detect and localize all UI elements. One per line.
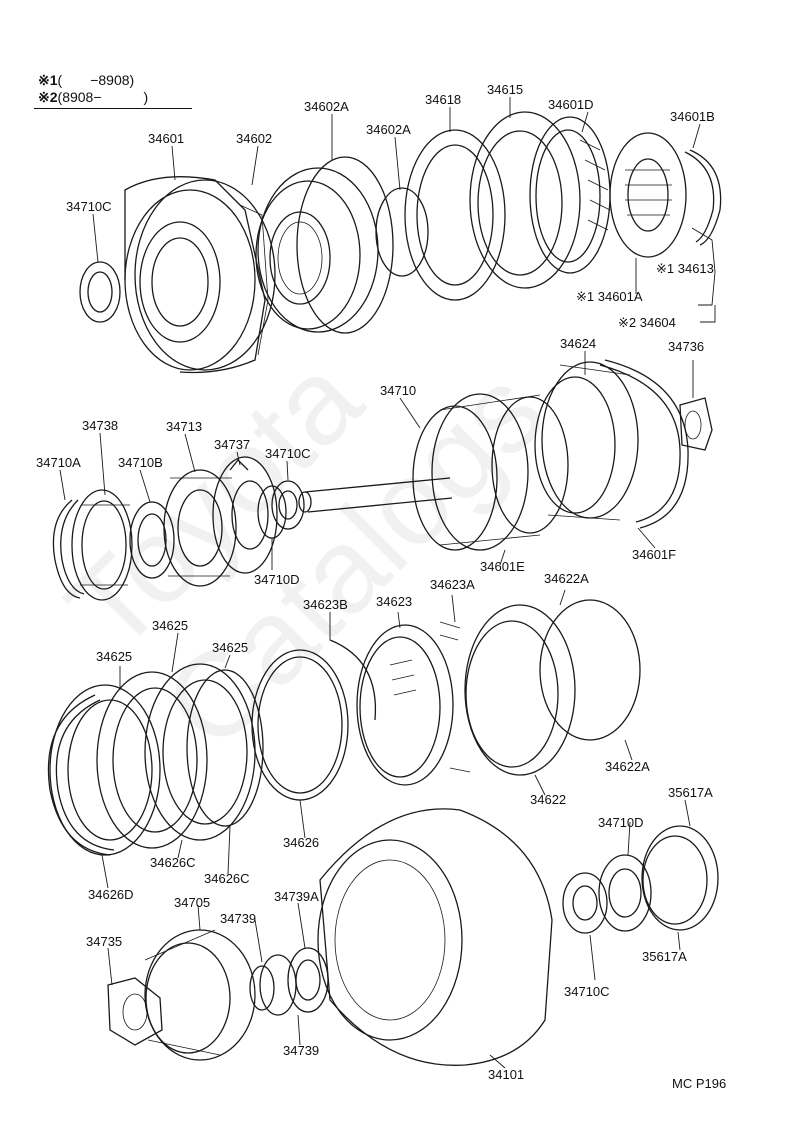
callout-34626C-2[interactable]: 34626C [204,871,250,886]
legend-range-1: ( −8908) [57,72,135,88]
part-34601A-retainer [609,132,687,258]
part-34710C-seal-low [562,872,608,934]
part-34739A-seal [287,947,329,1013]
callout-34601F[interactable]: 34601F [632,547,677,562]
legend-underline [34,108,192,109]
part-34623-ring [356,624,454,786]
part-34737-hub [212,456,278,574]
legend: ※1( −8908) ※2(8908− ) [38,72,148,106]
callout-34601A[interactable]: ※1 34601A [576,289,643,304]
callout-34739A[interactable]: 34739A [274,889,319,904]
callout-34622[interactable]: 34622 [530,792,567,807]
callout-34615[interactable]: 34615 [487,82,524,97]
callout-34625-2[interactable]: 34625 [152,618,189,633]
callout-34601E[interactable]: 34601E [480,559,525,574]
part-34625-plate-1 [49,684,161,856]
callout-35617A-top[interactable]: 35617A [668,785,713,800]
part-34101-case [317,808,553,1066]
callout-34626D[interactable]: 34626D [88,887,134,902]
callout-34710B[interactable]: 34710B [118,455,163,470]
callout-34736[interactable]: 34736 [668,339,705,354]
callout-34626C-1[interactable]: 34626C [150,855,196,870]
callout-34625-1[interactable]: 34625 [96,649,133,664]
legend-mark-2: ※2 [38,89,58,105]
callout-34601B[interactable]: 34601B [670,109,715,124]
part-34602A-oring-1 [296,156,394,334]
callout-34738[interactable]: 34738 [82,418,119,433]
callout-34602A-1[interactable]: 34602A [304,99,349,114]
callout-34705[interactable]: 34705 [174,895,211,910]
callout-34735[interactable]: 34735 [86,934,123,949]
part-34615-plate [469,111,581,289]
part-35617A-seal [641,825,719,931]
callout-34618[interactable]: 34618 [425,92,462,107]
diagram-code: MC P196 [672,1076,727,1091]
callout-34710D-low[interactable]: 34710D [598,815,644,830]
part-34622A-oring [539,599,641,741]
callout-34713[interactable]: 34713 [166,419,203,434]
callout-34710C-top[interactable]: 34710C [66,199,112,214]
callout-34622A-top[interactable]: 34622A [544,571,589,586]
part-34710A-snapring [52,499,85,599]
callout-34710[interactable]: 34710 [380,383,417,398]
part-34736-plate [679,397,713,451]
part-34626C-disc [186,669,264,827]
callout-34710C-low[interactable]: 34710C [564,984,610,999]
callout-34602[interactable]: 34602 [236,131,273,146]
callout-34739-low[interactable]: 34739 [283,1043,320,1058]
part-34713-gear [163,469,237,587]
part-34625-plate-2 [96,671,208,849]
callout-34623A[interactable]: 34623A [430,577,475,592]
part-34626-snapring [251,649,349,801]
part-34710C-seal-top [79,261,121,323]
callout-34623[interactable]: 34623 [376,594,413,609]
part-34601F-snapring [599,359,689,529]
part-34601B-snapring [684,149,722,246]
part-34602A-oring-2 [375,187,429,277]
part-34624-carrier [534,361,639,521]
part-34705-housing [144,929,256,1061]
callout-34710D-mid[interactable]: 34710D [254,572,300,587]
callout-34623B[interactable]: 34623B [303,597,348,612]
part-34710B-bearing [129,501,175,579]
callout-34601D[interactable]: 34601D [548,97,594,112]
callout-34624[interactable]: 34624 [560,336,597,351]
callout-34602A-2[interactable]: 34602A [366,122,411,137]
callout-34622A-low[interactable]: 34622A [605,759,650,774]
part-34710D-washer-low [598,854,652,932]
callout-34710A[interactable]: 34710A [36,455,81,470]
part-34601-drum [124,176,276,374]
callout-34737[interactable]: 34737 [214,437,251,452]
callout-34604[interactable]: ※2 34604 [618,315,676,330]
callout-34601[interactable]: 34601 [148,131,185,146]
legend-line-2: ※2(8908− ) [38,89,148,106]
legend-line-1: ※1( −8908) [38,72,148,89]
part-34739-ring [249,954,297,1016]
legend-range-2: (8908− ) [57,89,149,105]
part-34622-piston [439,604,576,776]
part-34626D-snapring [47,694,115,856]
part-34735-washer [107,977,163,1046]
part-34710-shaft [298,477,453,513]
callout-34739-top[interactable]: 34739 [220,911,257,926]
part-34601E-drum [412,393,569,551]
callout-34625-3[interactable]: 34625 [212,640,249,655]
callout-34613[interactable]: ※1 34613 [656,261,714,276]
callout-35617A-low[interactable]: 35617A [642,949,687,964]
part-34710C-seal-mid [271,480,305,530]
part-34602-piston [255,167,379,333]
callout-34626[interactable]: 34626 [283,835,320,850]
part-34738-bearing [71,489,133,601]
callout-34710C-mid[interactable]: 34710C [265,446,311,461]
callout-34101[interactable]: 34101 [488,1067,525,1082]
part-34618-plate [404,129,506,301]
legend-mark-1: ※1 [38,72,58,88]
